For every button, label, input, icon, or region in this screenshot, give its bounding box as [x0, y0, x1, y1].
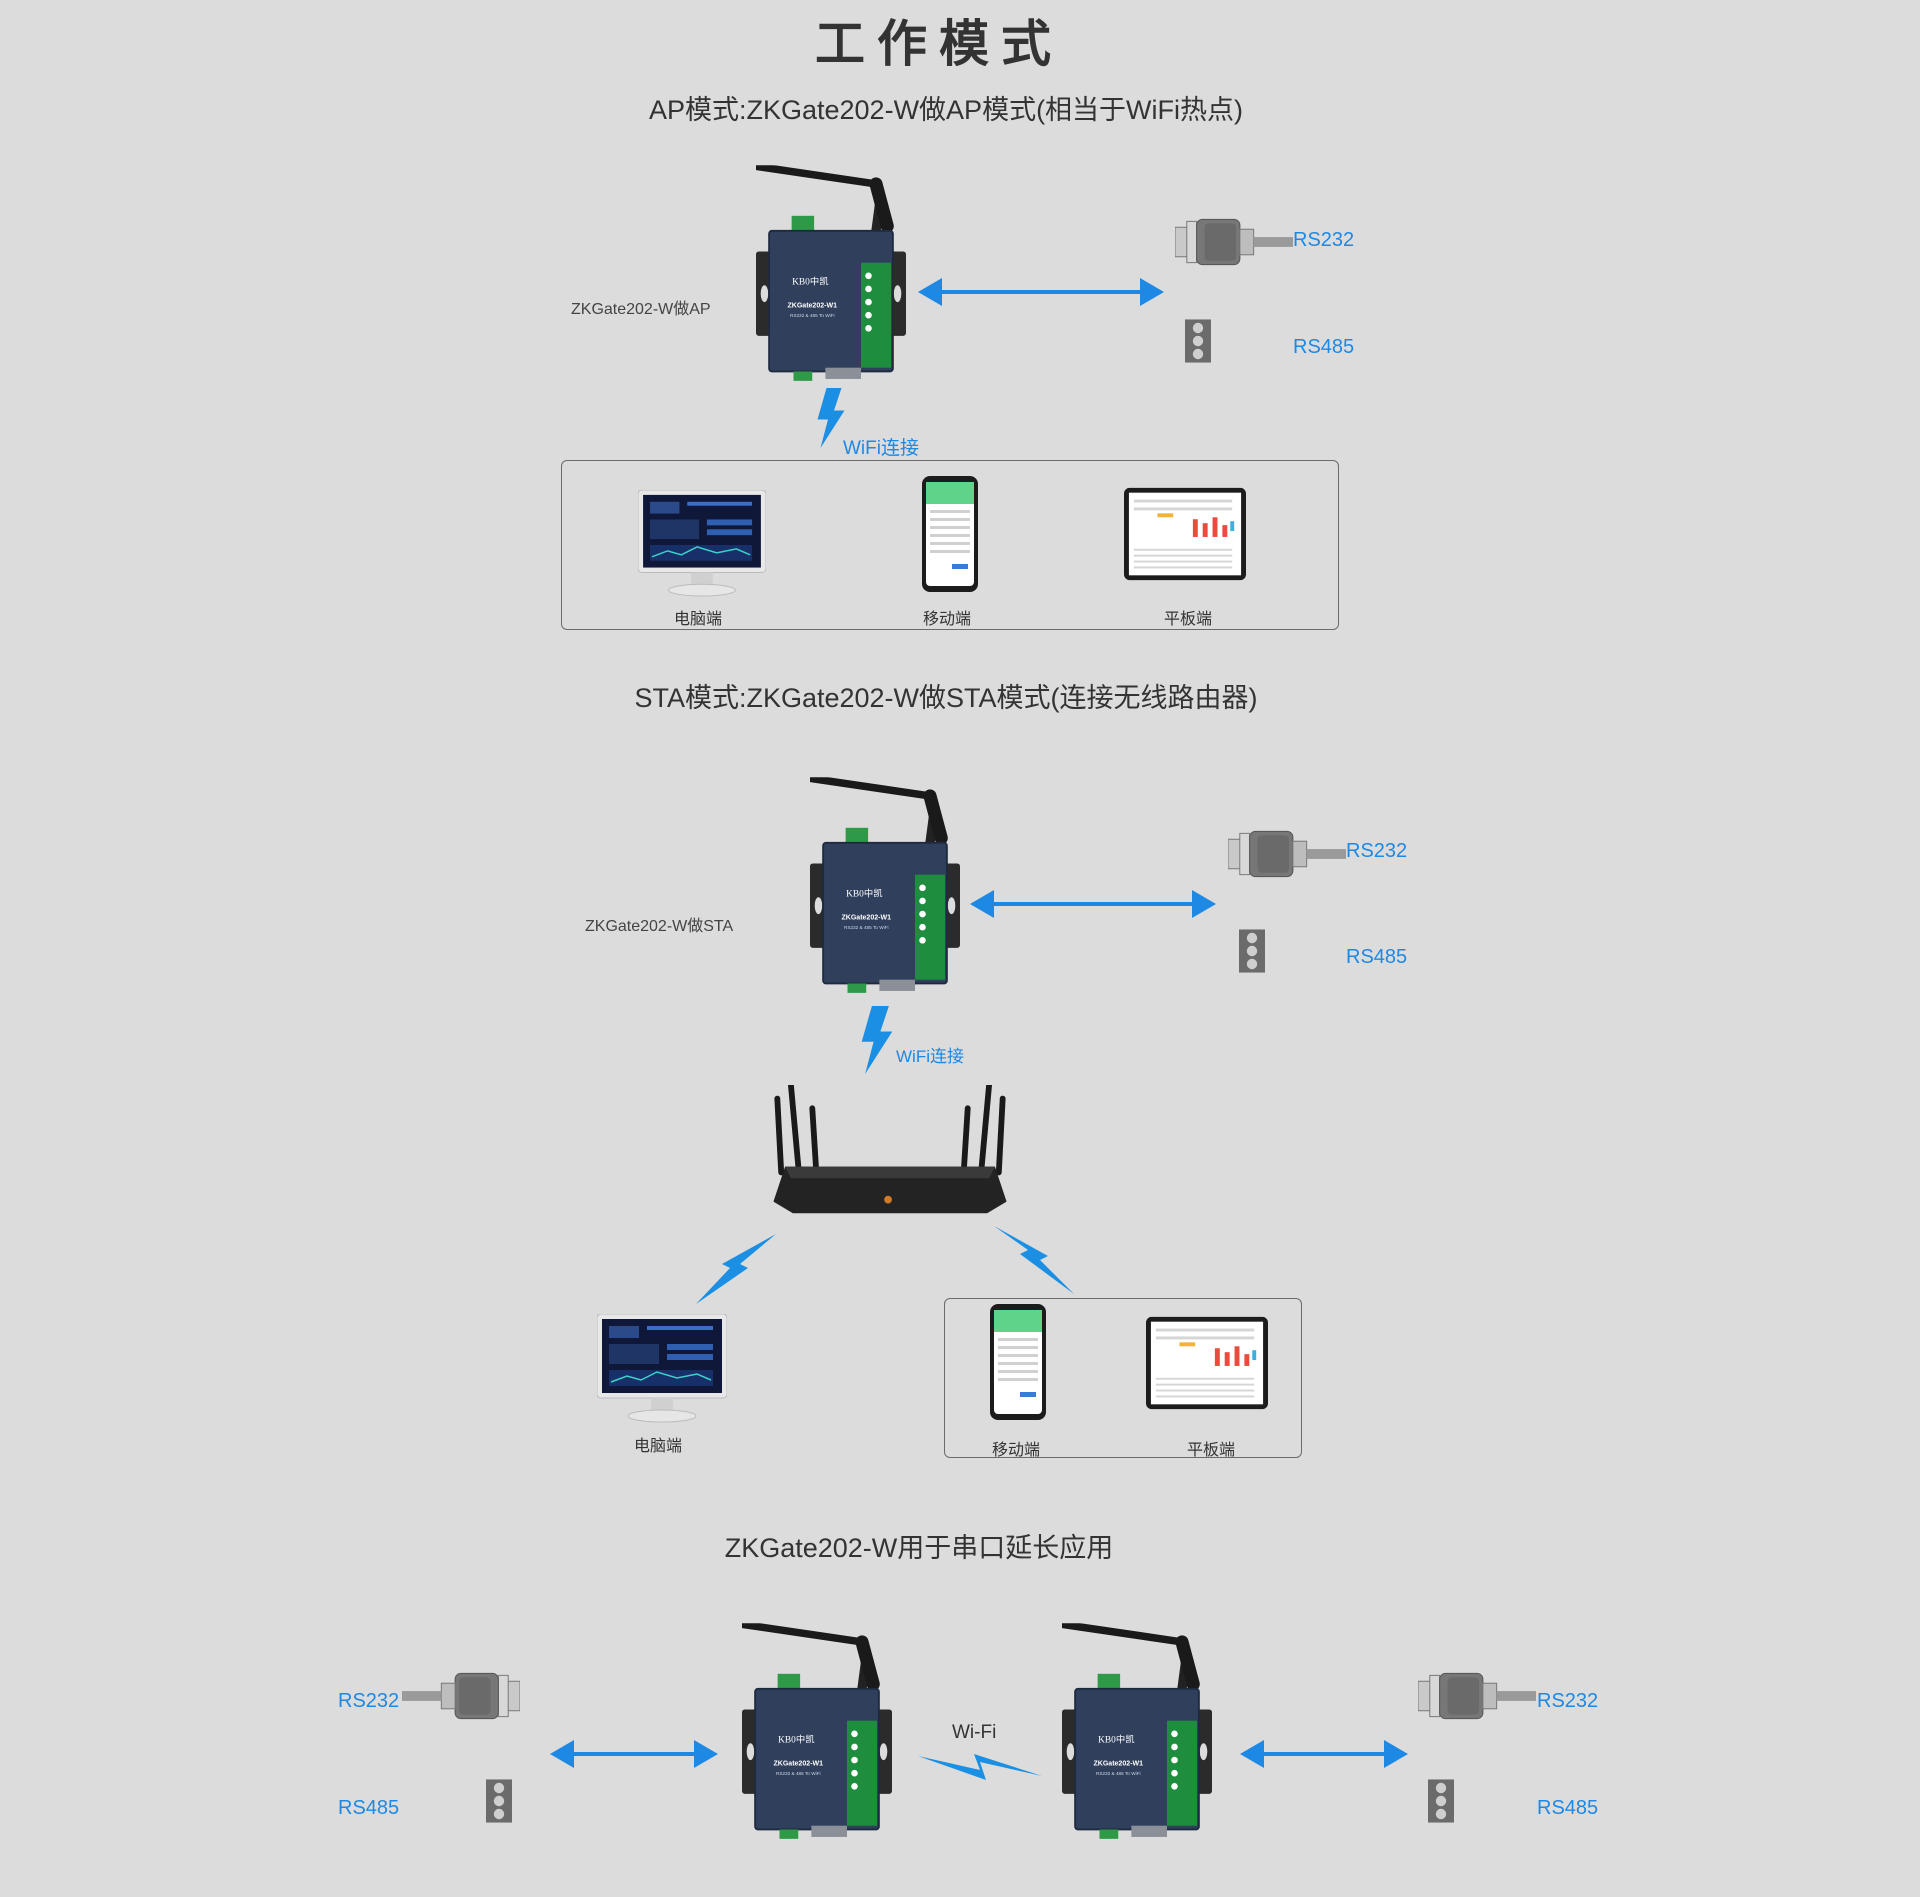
sta-device-label: ZKGate202-W做STA: [585, 918, 734, 935]
ap-section-title: AP模式:ZKGate202-W做AP模式(相当于WiFi热点): [648, 95, 1244, 125]
sta-client-mobile-label: 移动端: [991, 1442, 1040, 1459]
main-title: 工作模式: [815, 16, 1063, 72]
ap-wifi-label: WiFi连接: [843, 438, 919, 459]
sta-section-title: STA模式:ZKGate202-W做STA模式(连接无线路由器): [634, 683, 1258, 713]
ap-client-tablet-label: 平板端: [1163, 611, 1212, 628]
ap-rs485-label: RS485: [1293, 336, 1355, 358]
ap-rs485-terminal-icon: [1185, 316, 1211, 366]
ext-right-rs485-terminal-icon: [1428, 1776, 1454, 1826]
ext-right-gateway-device: [1062, 1620, 1212, 1842]
ext-right-rs232-connector-icon: [1418, 1670, 1536, 1722]
ap-device-label: ZKGate202-W做AP: [571, 301, 711, 318]
ap-gateway-device: [756, 162, 906, 384]
ap-client-mobile-label: 移动端: [922, 611, 971, 628]
wireless-router-icon: [770, 1085, 1010, 1221]
ap-clients-box: [561, 460, 1339, 630]
ext-left-rs232-connector-icon: [402, 1670, 520, 1722]
sta-bolt-to-pc-icon: [696, 1234, 776, 1304]
sta-wifi-bolt-icon: [860, 990, 894, 1090]
ap-wifi-bolt-icon: [816, 378, 846, 458]
ext-wifi-bolt-icon: [918, 1754, 1042, 1780]
ext-left-rs232-label: RS232: [338, 1690, 400, 1712]
sta-rs485-label: RS485: [1346, 946, 1408, 968]
sta-rs485-terminal-icon: [1239, 926, 1265, 976]
ap-bidirectional-arrow: [918, 278, 1164, 306]
ap-rs232-connector-icon: [1175, 216, 1293, 268]
ap-client-pc-label: 电脑端: [673, 611, 722, 628]
sta-bidirectional-arrow: [970, 890, 1216, 918]
ext-right-rs232-label: RS232: [1537, 1690, 1599, 1712]
ext-wifi-label: Wi-Fi: [952, 1722, 997, 1743]
sta-bolt-to-mobile-icon: [994, 1226, 1074, 1294]
ext-right-rs485-label: RS485: [1537, 1797, 1599, 1819]
ext-left-rs485-label: RS485: [338, 1797, 400, 1819]
extension-section-title: ZKGate202-W用于串口延长应用: [724, 1533, 1114, 1563]
ap-pc-monitor-icon: [637, 490, 767, 598]
sta-rs232-connector-icon: [1228, 828, 1346, 880]
ext-left-gateway-device: [742, 1620, 892, 1842]
sta-tablet-icon: [1146, 1316, 1268, 1410]
sta-client-tablet-label: 平板端: [1186, 1442, 1235, 1459]
ap-phone-icon: [922, 476, 978, 592]
ap-tablet-icon: [1124, 487, 1246, 581]
ext-right-bidirectional-arrow: [1240, 1740, 1408, 1768]
ap-rs232-label: RS232: [1293, 229, 1355, 251]
sta-client-pc-label: 电脑端: [633, 1438, 682, 1455]
sta-rs232-label: RS232: [1346, 840, 1408, 862]
ext-left-rs485-terminal-icon: [486, 1776, 512, 1826]
sta-mobile-clients-box: [944, 1298, 1302, 1458]
ext-left-bidirectional-arrow: [550, 1740, 718, 1768]
sta-gateway-device: [810, 774, 960, 996]
sta-pc-monitor-icon: [596, 1314, 728, 1424]
sta-wifi-label: WiFi连接: [896, 1047, 964, 1066]
sta-phone-icon: [990, 1304, 1046, 1420]
